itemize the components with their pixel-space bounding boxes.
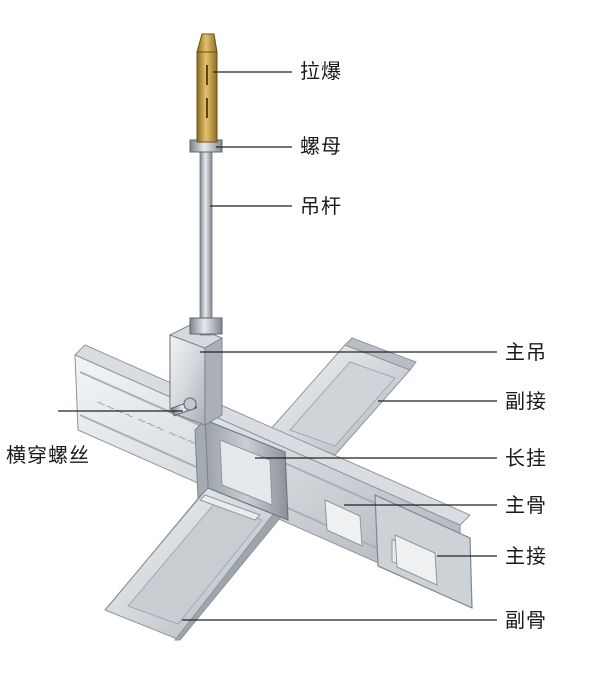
leader-lines (58, 71, 497, 621)
label-expansion-bolt: 拉爆 (300, 59, 342, 83)
label-nut: 螺母 (300, 134, 342, 158)
label-cross-screw: 横穿螺丝 (6, 443, 90, 467)
label-main-connector: 主接 (505, 544, 547, 568)
main-connector (324, 494, 473, 609)
long-hanger (194, 418, 289, 521)
cross-screw (170, 397, 198, 417)
label-main-keel: 主骨 (505, 493, 547, 517)
label-main-hanger: 主吊 (505, 340, 547, 364)
hanger-rod (199, 139, 213, 336)
secondary-keel-front (104, 477, 286, 641)
label-long-hanger: 长挂 (505, 446, 547, 470)
label-secondary-keel: 副骨 (505, 608, 547, 632)
bottom-nut (189, 317, 223, 335)
label-hanger-rod: 吊杆 (300, 194, 342, 218)
expansion-bolt (196, 33, 218, 143)
secondary-keel-back (269, 337, 417, 456)
label-secondary-connector: 副接 (505, 389, 547, 413)
